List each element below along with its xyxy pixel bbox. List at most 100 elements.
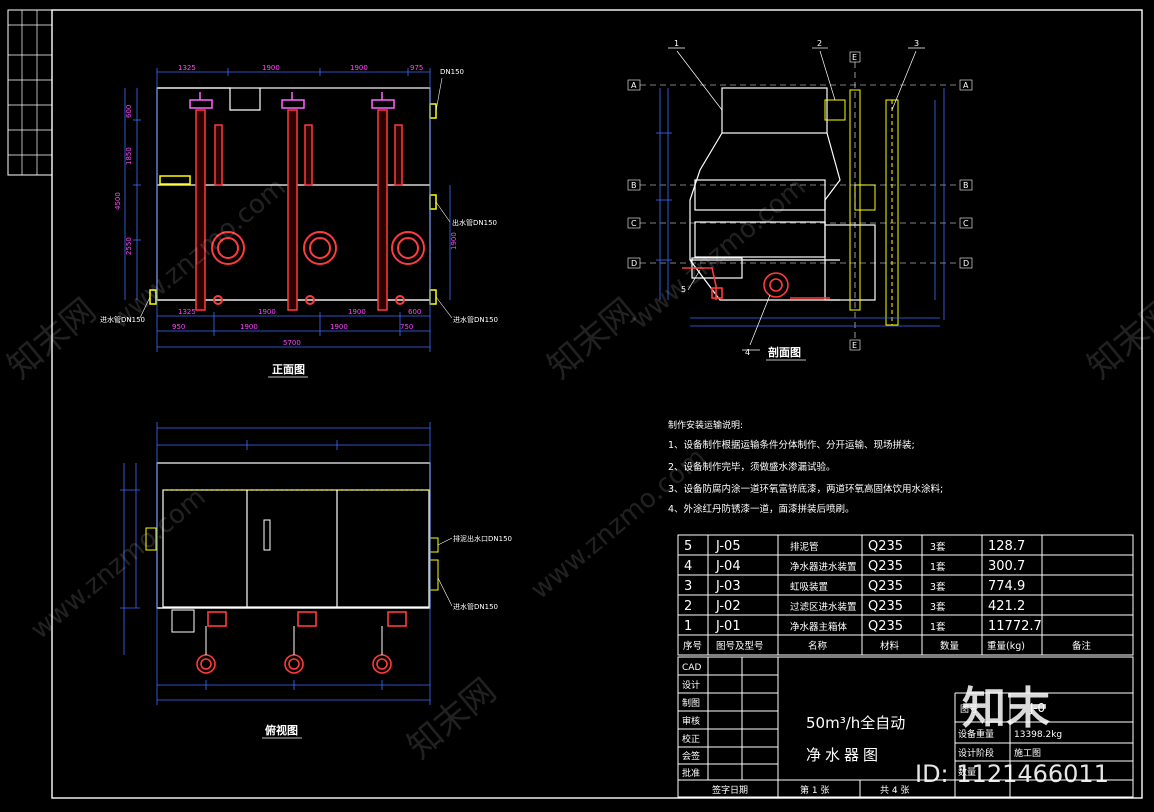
tb-scale-label: 数量 [958,766,976,778]
bom-cell: J-04 [715,559,741,574]
front-dim-b2-3: 1900 [330,323,348,331]
front-dim-left-2: 1850 [125,147,133,165]
front-dim-left-3: 4500 [114,192,122,210]
tb-label-design: 设计 [682,679,700,691]
bom-cell: J-01 [715,619,741,634]
front-dim-b1-1: 1325 [178,308,196,316]
section-marker-e-top: E [852,53,857,62]
watermark-url-3: www.znzmo.com [625,172,811,335]
section-marker-d-left: D [631,259,637,268]
front-dim-b1-2: 1900 [258,308,276,316]
bom-cell: 排泥管 [790,541,819,553]
tb-label-cad: CAD [682,663,701,673]
bom-cell: 11772.7 [988,619,1042,634]
section-marker-b-right: B [963,181,969,190]
front-dim-top-3: 1900 [350,64,368,72]
bom-cell: 300.7 [988,559,1025,574]
front-dim-b2-1: 950 [172,323,185,331]
front-dim-b2-2: 1900 [240,323,258,331]
callout-2: 2 [817,39,822,48]
bom-cell: Q235 [868,599,903,614]
drawing-title-line-1: 50m³/h全自动 [806,714,905,732]
front-dim-total: 5700 [283,339,301,347]
bom-header-name: 名称 [808,640,828,652]
bom-cell: 4 [684,559,692,574]
watermark-net-4: 知末网 [1080,291,1154,387]
section-marker-d-right: D [963,259,969,268]
top-label-inlet: 进水管DN150 [453,602,498,611]
tb-footer-sign: 签字日期 [712,784,748,796]
bom-cell: 128.7 [988,539,1025,554]
bom-cell: 1 [684,619,692,634]
bom-cell: 3套 [930,541,946,553]
bom-header-weight: 重量(kg) [987,640,1025,652]
front-label-outlet: 出水管DN150 [452,218,497,227]
brand-watermark: 知末 ID: 1121466011 [915,683,1109,788]
front-dim-right: 1900 [450,232,458,250]
section-view: A B C D A B C D E E [627,39,973,361]
left-strip-border [7,9,53,176]
tb-label-check: 校正 [682,733,700,745]
bom-cell: 774.9 [988,579,1025,594]
section-marker-a-right: A [963,81,969,90]
front-dim-left-1: 600 [125,105,133,118]
bom-cell: J-02 [715,599,741,614]
front-view-title: 正面图 [272,363,305,376]
bom-cell: 5 [684,539,692,554]
callout-3: 3 [914,39,919,48]
front-dim-b1-4: 600 [408,308,421,316]
bom-cell: 421.2 [988,599,1025,614]
callout-4: 4 [745,348,750,357]
front-dim-top-2: 1900 [262,64,280,72]
front-dim-left-4: 2550 [125,237,133,255]
front-dim-b2-4: 750 [400,323,413,331]
front-label-inlet-right: 进水管DN150 [453,315,498,324]
title-block: CAD 设计 制图 审核 校正 会签 批准 50m³/h全自动 净水器图 图号 … [677,656,1134,798]
note-item-4: 4、外涂红丹防锈漆一道，面漆拼装后喷刷。 [668,503,855,515]
tb-label-draw: 制图 [682,697,700,709]
front-dim-top-4: 975 [410,64,423,72]
callout-1: 1 [674,39,679,48]
bom-cell: 1套 [930,561,946,573]
top-label-backwash: 排泥出水口DN150 [453,534,512,543]
bom-cell: 3 [684,579,692,594]
tb-footer-total: 共 4 张 [880,785,909,796]
brand-id-text: ID: 1121466011 [915,760,1109,788]
front-dim-top-1: 1325 [178,64,196,72]
tb-footer-sheet: 第 1 张 [800,784,829,796]
section-marker-a-left: A [631,81,637,90]
bom-cell: 过滤区进水装置 [790,601,857,613]
top-view-title: 俯视图 [265,723,298,737]
note-item-3: 3、设备防腐内涂一道环氧富锌底漆，两道环氧高固体饮用水涂料; [668,483,943,495]
sheet-border [51,9,1143,799]
watermark-net-3: 知末网 [540,291,644,387]
callout-5: 5 [681,285,686,294]
tb-weight-label: 设备重量 [958,728,994,740]
bom-cell: Q235 [868,579,903,594]
bom-header-remark: 备注 [1072,640,1092,652]
note-item-1: 1、设备制作根据运输条件分体制作、分开运输、现场拼装; [668,439,915,451]
tb-stage-value: 施工图 [1014,747,1041,759]
brand-logo-text: 知末 [962,683,1050,734]
drawing-title-line-2: 净水器图 [806,746,882,764]
bom-header-material: 材料 [880,640,900,652]
bom-header-qty: 数量 [940,640,960,652]
bom-cell: 虹吸装置 [790,581,828,593]
bom-cell: 3套 [930,601,946,613]
notes: 制作安装运输说明: 1、设备制作根据运输条件分体制作、分开运输、现场拼装; 2、… [668,419,943,515]
bom-cell: 1套 [930,621,946,633]
tb-stage-label: 设计阶段 [958,747,994,759]
tb-number-label: 图号 [960,704,978,715]
front-label-inlet-left: 进水管DN150 [100,315,145,324]
watermark-url-4: www.znzmo.com [25,482,211,645]
bom-cell: J-03 [715,579,741,594]
bom-cell: Q235 [868,559,903,574]
bom-cell: 2 [684,599,692,614]
section-marker-e-bottom: E [852,341,857,350]
top-view: 排泥出水口DN150 进水管DN150 俯视图 [120,422,512,739]
front-label-dn150: DN150 [440,68,464,76]
section-view-title: 剖面图 [768,345,801,359]
left-strip-grid [8,10,52,175]
bom-cell: Q235 [868,619,903,634]
